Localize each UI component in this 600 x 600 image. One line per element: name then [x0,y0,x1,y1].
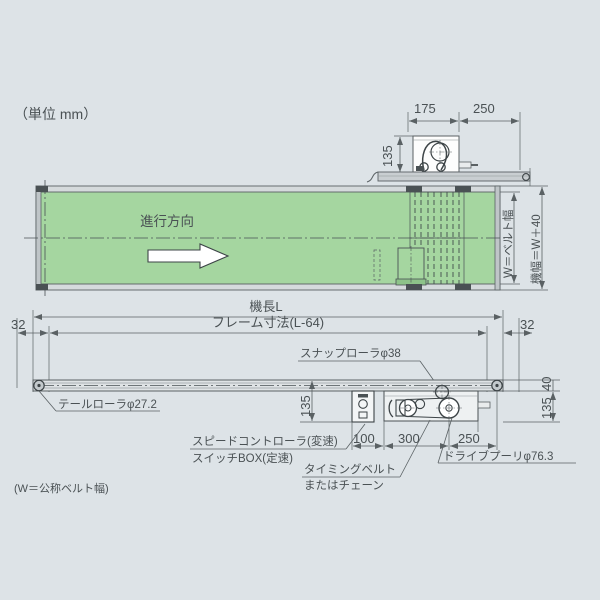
dimension-175-label: 175 [414,101,436,116]
plan-drive-outline [409,191,465,285]
plan-bearing-top-left [406,186,422,192]
dimension-40-right: 40 [503,377,560,392]
mount-block-left [416,166,424,171]
callout-tail-roller: テールローラφ27.2 [38,390,160,412]
switch-box [351,390,375,423]
callout-drive-pulley: ドライブプーリφ76.3 [437,417,576,464]
dimension-175: 175 [407,101,460,132]
callout-timing-belt: タイミングベルト またはチェーン [302,419,431,492]
unit-note: （単位 mm） [14,106,97,122]
dimension-frame-size: フレーム寸法(L-64) [50,315,486,336]
dimension-32-right-label: 32 [520,317,534,332]
direction-of-travel-label: 進行方向 [140,214,194,229]
frame-rail-top [35,185,501,193]
shaft-stub [458,161,472,169]
dimension-300-label: 300 [398,431,420,446]
belt-width-label: W＝ベルト幅 [502,210,515,278]
plan-bearing-bottom-left [406,284,422,290]
machine-length-label: 機長L [249,299,282,314]
dimension-135-right-label: 135 [539,397,554,419]
dimension-32-right: 32 [504,317,534,336]
motor-centerlines [429,140,452,164]
bottom-dimension-chain: 100 300 250 [351,391,498,450]
plan-bearing-top-right [455,186,471,192]
frame-size-label: フレーム寸法(L-64) [212,315,324,330]
dimension-100: 100 [353,431,383,449]
frame-rail-bottom [35,283,501,291]
plan-controller-outline [373,249,381,281]
plan-bearing-bottom-right [455,284,471,290]
tail-roller [33,379,45,392]
dimension-135-right: 135 [503,392,560,423]
plan-tail-block-bottom [36,284,48,290]
elevation-view [32,379,504,432]
dimension-135-left-label: 135 [298,395,313,417]
dimension-135-top-label: 135 [380,145,395,167]
dimension-machine-length: 機長L [34,299,502,320]
drive-shaft-stub [477,401,491,409]
dimension-machine-width: 機幅＝W＋40 [500,185,548,291]
direction-arrow [147,243,230,269]
dimension-32-left: 32 [11,317,48,336]
dimension-32-left-label: 32 [11,317,25,332]
timing-belt-label-line1: タイミングベルト [304,462,396,476]
dimension-40-right-label: 40 [539,377,554,391]
elevation-dimension-block: 機長L フレーム寸法(L-64) 32 32 [11,299,534,392]
conveyor-bed-section-top [366,168,531,186]
dimension-250-bottom: 250 [450,431,496,449]
dimension-250-top: 250 [460,101,521,170]
nominal-belt-width-note: (W＝公称ベルト幅) [14,481,109,495]
tail-roller-label: テールローラφ27.2 [58,399,157,411]
snap-roller-label: スナップローラφ38 [300,347,401,360]
top-detail-view: 175 250 135 [366,101,531,186]
plan-tail-block-top [36,186,48,192]
callout-speed-controller: スピードコントローラ(変速) スイッチBOX(定速) [190,423,366,465]
drive-pulley-label: ドライブプーリφ76.3 [443,449,553,463]
plan-view: 進行方向 [24,180,548,296]
dimension-250-top-label: 250 [473,101,495,116]
dimension-135-left: 135 [298,379,352,423]
dimension-250-bottom-label: 250 [458,431,480,446]
dimension-belt-width: W＝ベルト幅 [500,191,520,285]
speed-controller-label: スピードコントローラ(変速) [192,434,338,448]
dimension-100-label: 100 [353,431,375,446]
head-pulley [491,379,503,392]
drive-pulley-glyph [436,395,462,421]
machine-width-label: 機幅＝W＋40 [529,214,543,284]
timing-belt-path [407,397,450,419]
switch-box-label: スイッチBOX(定速) [192,451,293,465]
timing-belt-label-line2: またはチェーン [304,479,384,492]
